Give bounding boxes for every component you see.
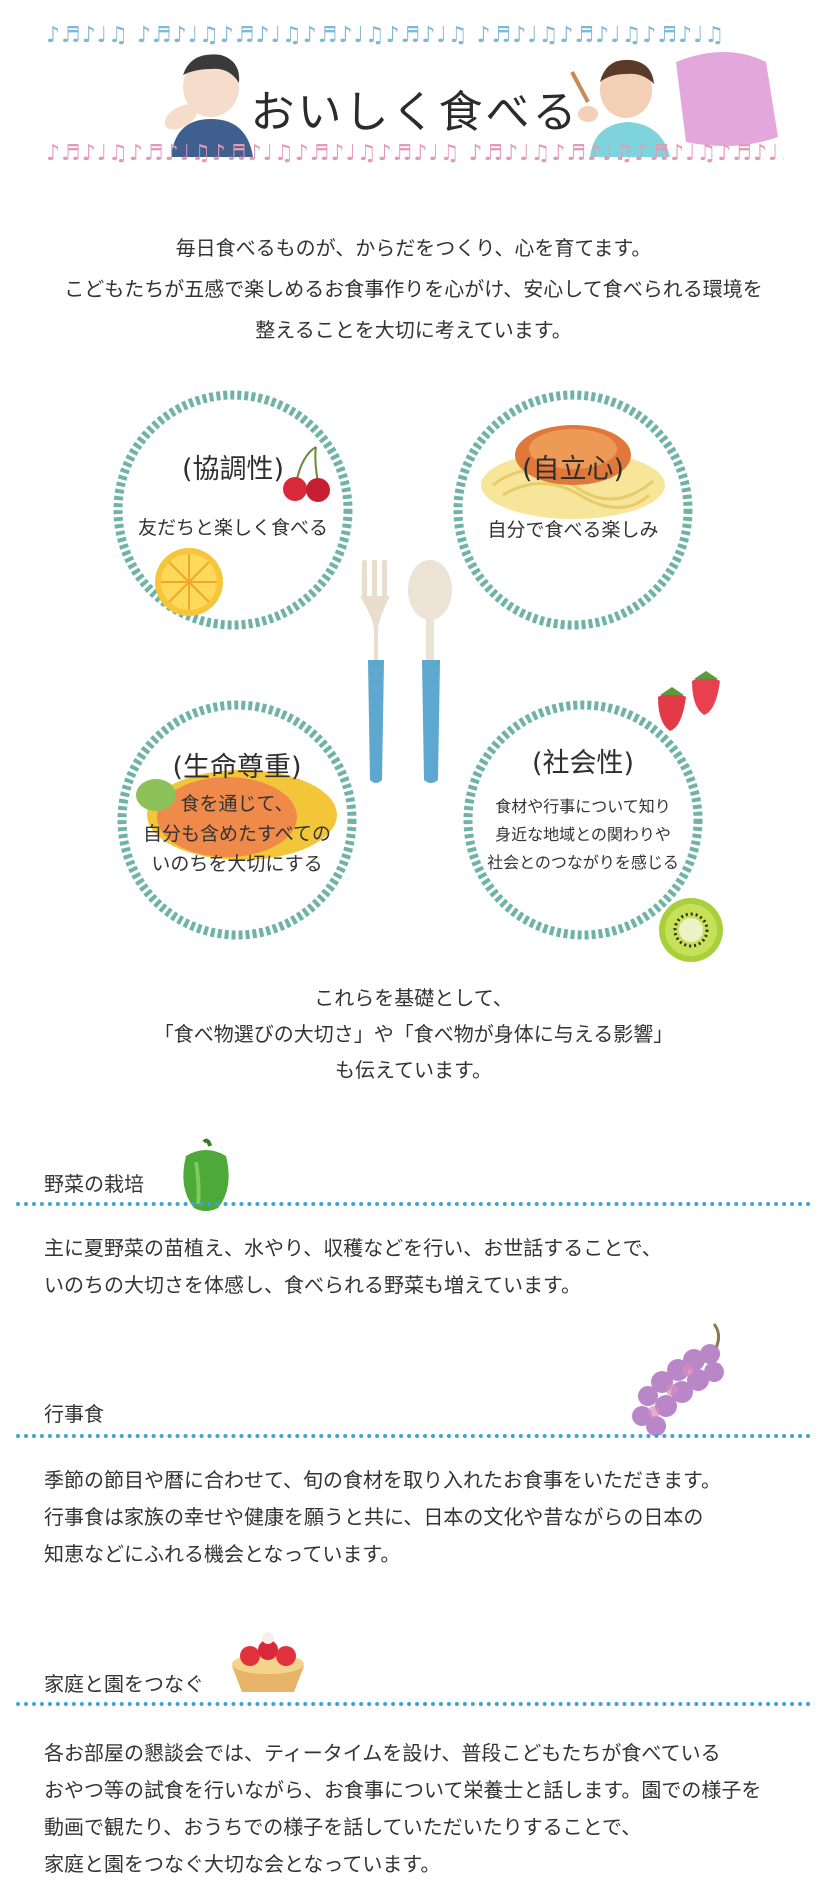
strawberry-tart-icon — [232, 1632, 304, 1692]
cherry-icon — [283, 446, 330, 502]
grapes-icon — [632, 1323, 724, 1436]
page-title: おいしく食べる — [250, 87, 580, 138]
orange-slice-icon — [155, 548, 223, 616]
value-circle-cooperation: (協調性) 友だちと楽しく食べる — [108, 385, 358, 635]
ring-decoration — [113, 390, 353, 630]
kiwi-icon — [659, 898, 723, 962]
section-body: 季節の節目や暦に合わせて、旬の食材を取り入れたお食事をいただきます。 行事食は家… — [44, 1468, 721, 1566]
value-circle-sociality: (社会性) 食材や行事について知り 身近な地域との関わりや 社会とのつながりを感… — [458, 671, 723, 962]
cutlery-icon — [360, 560, 452, 783]
music-notes-icon: ♪♬♪♩♫♪♬♪♩♫♪♬♪♩♫♪♬♪♩♫♪♬♪♩♫ ♪♬♪♩♫♪♬♪♩♫♪♬♪♩… — [46, 141, 784, 166]
section-heading-home-and-school: 家庭と園をつなぐ — [44, 1672, 204, 1696]
ring-decoration — [463, 700, 703, 940]
pasta-icon — [481, 425, 665, 519]
value-circle-independence: (自立心) 自分で食べる楽しみ — [448, 385, 698, 635]
circle-title: (協調性) — [181, 454, 285, 485]
section-body: 各お部屋の懇談会では、ティータイムを設け、普段こどもたちが食べている おやつ等の… — [44, 1741, 762, 1876]
circle-text: 食材や行事について知り 身近な地域との関わりや 社会とのつながりを感じる — [487, 797, 679, 872]
circle-title: (社会性) — [531, 748, 635, 779]
circle-text: 食を通じて、 自分も含めたすべての いのちを大切にする — [143, 793, 331, 875]
section-body: 主に夏野菜の苗植え、水やり、収穫などを行い、お世話することで、 いのちの大切さを… — [44, 1236, 662, 1297]
divider — [16, 1434, 811, 1438]
circle-title: (自立心) — [521, 454, 625, 485]
value-circle-respect-for-life: (生命尊重) 食を通じて、 自分も含めたすべての いのちを大切にする — [112, 695, 362, 945]
section-heading-vegetable-growing: 野菜の栽培 — [44, 1172, 144, 1196]
music-notes-icon: ♪♬♪♩♫ ♪♬♪♩♫♪♬♪♩♫♪♬♪♩♫♪♬♪♩♫ ♪♬♪♩♫♪♬♪♩♫♪♬♪… — [46, 23, 726, 48]
green-pepper-icon — [183, 1138, 229, 1211]
header-banner: ♪♬♪♩♫ ♪♬♪♩♫♪♬♪♩♫♪♬♪♩♫♪♬♪♩♫ ♪♬♪♩♫♪♬♪♩♫♪♬♪… — [46, 22, 784, 172]
strawberry-icon — [658, 671, 720, 731]
ring-decoration — [453, 390, 693, 630]
child-eating-icon — [164, 54, 253, 157]
omurice-icon — [136, 770, 337, 860]
circle-text: 友だちと楽しく食べる — [137, 517, 328, 539]
fork-icon — [360, 560, 390, 783]
child-eating-icon — [570, 52, 778, 157]
divider — [16, 1702, 811, 1706]
circle-title: (生命尊重) — [172, 752, 302, 783]
section-heading-event-meals: 行事食 — [44, 1402, 104, 1426]
ring-decoration — [117, 700, 357, 940]
intro-text: 毎日食べるものが、からだをつくり、心を育てます。 こどもたちが五感で楽しめるお食… — [64, 236, 763, 342]
divider — [16, 1202, 811, 1206]
circle-text: 自分で食べる楽しみ — [487, 519, 659, 541]
spoon-icon — [408, 560, 452, 783]
foundation-text: これらを基礎として、 「食べ物選びの大切さ」や「食べ物が身体に与える影響」 も伝… — [153, 986, 674, 1082]
